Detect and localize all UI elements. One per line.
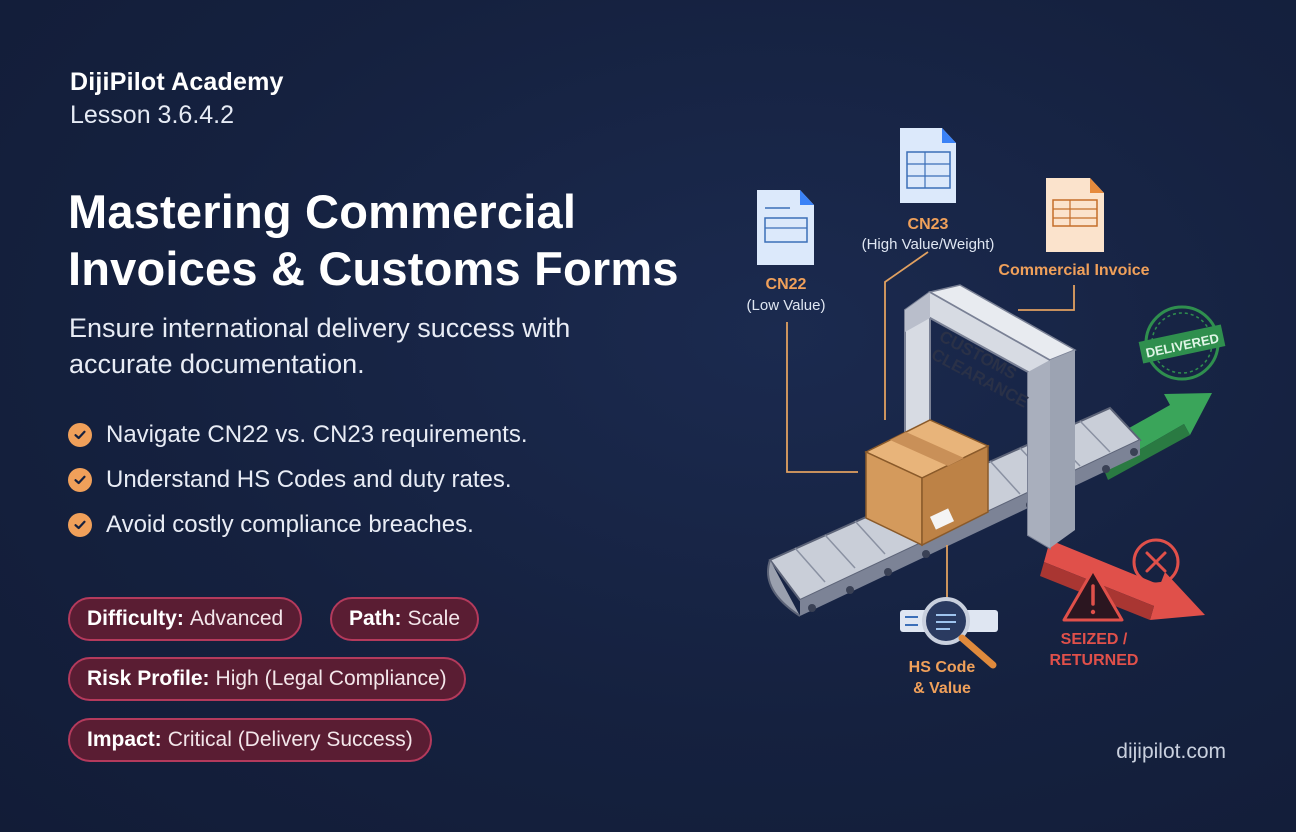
invoice-label: Commercial Invoice (998, 262, 1149, 279)
list-item-text: Understand HS Codes and duty rates. (106, 465, 512, 493)
academy-name: DijiPilot Academy (70, 68, 284, 96)
page-title: Mastering Commercial Invoices & Customs … (68, 183, 708, 297)
subtitle-line-2: accurate documentation. (69, 349, 365, 379)
list-item: Avoid costly compliance breaches. (68, 502, 528, 547)
risk-profile-badge: Risk Profile: High (Legal Compliance) (68, 657, 466, 701)
title-line-1: Mastering Commercial (68, 185, 577, 238)
seized-label-line-2: RETURNED (1050, 652, 1139, 669)
path-value: Scale (407, 607, 461, 630)
impact-value: Critical (Delivery Success) (167, 728, 413, 751)
risk-value: High (Legal Compliance) (215, 667, 447, 690)
subtitle: Ensure international delivery success wi… (69, 310, 669, 382)
package-icon (864, 419, 990, 547)
path-badge: Path: Scale (330, 597, 480, 641)
cn22-document-icon (757, 190, 814, 265)
cn23-document-icon (900, 128, 956, 203)
list-item: Navigate CN22 vs. CN23 requirements. (68, 412, 528, 457)
hs-code-label-line-2: & Value (913, 680, 971, 697)
cn23-title: CN23 (908, 216, 949, 233)
check-icon (68, 467, 92, 492)
path-label: Path: (349, 607, 402, 630)
seized-label-line-1: SEIZED / (1061, 631, 1128, 648)
rejected-arrow-icon (1040, 540, 1205, 620)
list-item-text: Navigate CN22 vs. CN23 requirements. (106, 420, 528, 448)
check-icon (68, 512, 92, 537)
hs-code-label-line-1: HS Code (909, 659, 976, 676)
warning-icon (1062, 568, 1124, 622)
connector-lines (786, 251, 1075, 600)
lesson-number: Lesson 3.6.4.2 (70, 101, 235, 129)
risk-label: Risk Profile: (87, 667, 210, 690)
list-item-text: Avoid costly compliance breaches. (106, 510, 474, 538)
delivered-stamp-icon: DELIVERED (1138, 305, 1226, 381)
impact-badge: Impact: Critical (Delivery Success) (68, 718, 432, 762)
difficulty-value: Advanced (189, 607, 284, 630)
cn23-subtitle: (High Value/Weight) (862, 236, 995, 253)
magnifier-icon (900, 597, 998, 669)
cn22-title: CN22 (766, 276, 807, 293)
subtitle-line-1: Ensure international delivery success wi… (69, 313, 571, 343)
cn22-subtitle: (Low Value) (747, 297, 826, 314)
difficulty-label: Difficulty: (87, 607, 184, 630)
impact-label: Impact: (87, 728, 162, 751)
difficulty-badge: Difficulty: Advanced (68, 597, 303, 641)
website-link[interactable]: dijipilot.com (1116, 740, 1226, 763)
x-circle-icon (1132, 538, 1180, 586)
check-icon (68, 422, 92, 447)
customs-illustration: CUSTOMS CLEARANCE CN22 (Low Value) CN23 … (747, 128, 1226, 697)
list-item: Understand HS Codes and duty rates. (68, 457, 528, 502)
objectives-list: Navigate CN22 vs. CN23 requirements. Und… (68, 412, 528, 547)
invoice-document-icon (1046, 178, 1104, 252)
title-line-2: Invoices & Customs Forms (68, 242, 679, 295)
